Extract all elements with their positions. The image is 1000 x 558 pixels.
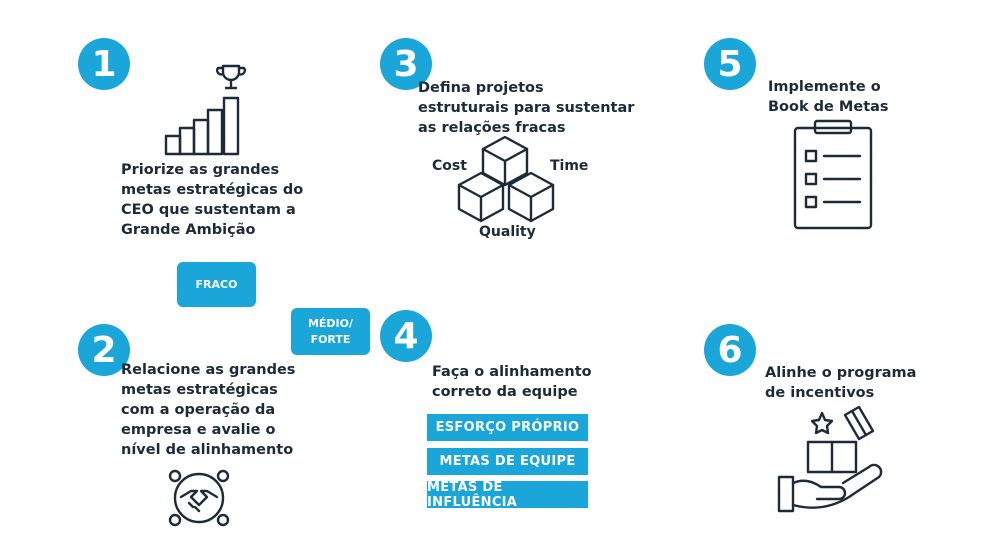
cube-label-quality: Quality — [479, 224, 536, 240]
cubes-icon — [457, 135, 555, 223]
badge-medio-forte: MÉDIO/ FORTE — [291, 308, 370, 355]
step-2-text: Relacione as grandes metas estratégicas … — [121, 362, 296, 458]
step-5-number: 5 — [704, 38, 756, 90]
team-alignment-own-effort: ESFORÇO PRÓPRIO — [427, 414, 588, 441]
handshake-team-icon — [168, 469, 230, 527]
hand-gift-icon — [777, 405, 883, 513]
trophy-stairs-icon — [164, 64, 247, 156]
step-5-text: Implemente o Book de Metas — [768, 79, 889, 115]
step-2-number: 2 — [78, 324, 130, 376]
cube-label-time: Time — [550, 158, 589, 174]
step-3-text: Defina projetos estruturais para sustent… — [418, 80, 635, 136]
team-alignment-influence-goals: METAS DE INFLUÊNCIA — [427, 480, 588, 510]
step-3-number: 3 — [380, 38, 432, 90]
clipboard-checklist-icon — [793, 119, 873, 230]
step-4-number: 4 — [380, 310, 432, 362]
step-4-text: Faça o alinhamento correto da equipe — [432, 364, 592, 400]
step-6-text: Alinhe o programa de incentivos — [765, 365, 917, 401]
step-1-number: 1 — [78, 38, 130, 90]
step-6-number: 6 — [704, 324, 756, 376]
badge-fraco: FRACO — [177, 262, 256, 307]
team-alignment-team-goals: METAS DE EQUIPE — [427, 448, 588, 475]
step-1-text: Priorize as grandes metas estratégicas d… — [121, 162, 304, 238]
cube-label-cost: Cost — [432, 158, 467, 174]
